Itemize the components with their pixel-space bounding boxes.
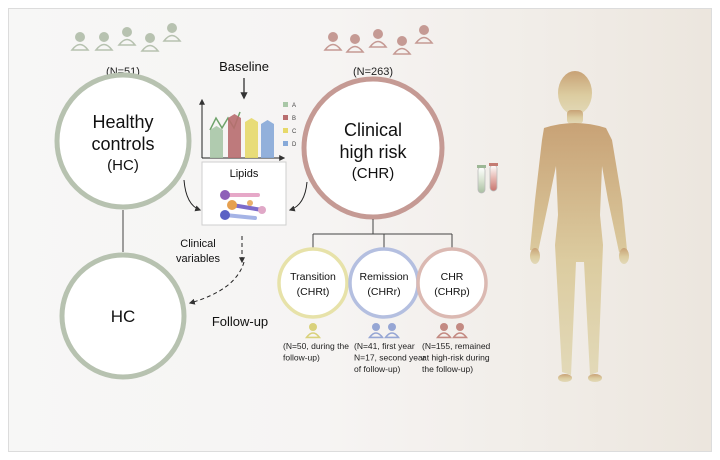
person-icon <box>384 323 400 339</box>
chr-abbr: (CHR) <box>352 165 395 182</box>
person-icon <box>392 36 412 55</box>
chr-people-icons <box>323 25 434 55</box>
outcome-abbr: (CHRr) <box>367 286 400 298</box>
outcome-abbr: (CHRp) <box>434 286 470 298</box>
legend-swatch <box>283 102 288 107</box>
person-icon <box>368 323 384 339</box>
person-icon <box>436 323 452 339</box>
hc-abbr: (HC) <box>107 157 139 174</box>
outcome-circle <box>416 247 488 319</box>
person-icon <box>70 32 90 51</box>
chart-bar-B <box>228 114 241 158</box>
outcome-transition: Transition (CHRt) (N=50, during the follow-… <box>277 247 349 363</box>
lipids-label: Lipids <box>230 168 259 180</box>
outcome-abbr: (CHRt) <box>297 286 330 298</box>
hc-followup-label: HC <box>111 307 136 326</box>
person-icon <box>452 323 468 339</box>
person-icon <box>414 25 434 44</box>
person-icon <box>117 27 137 46</box>
chr-n-label: (N=263) <box>353 66 393 78</box>
hc-people-icons <box>70 23 182 52</box>
hc-followup-circle <box>59 252 187 380</box>
outcome-description-line: N=17, second year <box>354 353 426 363</box>
legend-swatch <box>283 115 288 120</box>
outcome-description-line: (N=41, first year <box>354 341 415 351</box>
chart-bar-D <box>261 120 274 158</box>
clinical-variables-line1: Clinical <box>180 238 215 250</box>
lipid-bar-chart: A B C D <box>199 98 297 161</box>
followup-label: Follow-up <box>212 314 268 329</box>
legend-label: C <box>292 129 297 135</box>
person-icon <box>162 23 182 42</box>
legend-swatch <box>283 141 288 146</box>
outcome-name: CHR <box>441 271 464 283</box>
outcome-description-line: (N=50, during the <box>283 341 349 351</box>
lipid-molecule-icon <box>220 190 266 220</box>
baseline-label: Baseline <box>219 59 269 74</box>
outcome-description-line: at high-risk during <box>422 353 490 363</box>
hc-title-line1: Healthy <box>92 112 153 132</box>
human-body-icon <box>530 71 629 382</box>
person-icon <box>368 29 388 48</box>
hc-title-line2: controls <box>91 134 154 154</box>
chr-circle <box>301 76 445 220</box>
person-icon <box>94 32 114 51</box>
outcome-description-line: (N=155, remained <box>422 341 491 351</box>
outcome-circle <box>277 247 349 319</box>
clinical-variables-line2: variables <box>176 253 221 265</box>
chr-to-lipids-arrow <box>288 181 308 212</box>
outcome-circle <box>348 247 420 319</box>
hc-circle <box>54 72 192 210</box>
legend-swatch <box>283 128 288 133</box>
outcome-chr: CHR (CHRp) (N=155, remained at high-risk du… <box>416 247 491 374</box>
person-icon <box>323 32 343 51</box>
outcome-description-line: of follow-up) <box>354 364 400 374</box>
outcome-description-line: the follow-up) <box>422 364 473 374</box>
outcome-description-line: follow-up) <box>283 353 320 363</box>
person-icon <box>140 33 160 52</box>
person-icon <box>305 323 321 339</box>
chart-bar-C <box>245 118 258 158</box>
person-icon <box>345 34 365 53</box>
legend-label: D <box>292 142 297 148</box>
chr-branch-lines <box>312 219 453 248</box>
legend-label: B <box>292 116 296 122</box>
outcome-name: Remission <box>359 271 408 283</box>
hc-to-lipids-arrow <box>183 179 202 212</box>
outcome-name: Transition <box>290 271 336 283</box>
test-tube-icon <box>477 163 498 194</box>
legend-label: A <box>292 103 296 109</box>
chr-title-line2: high risk <box>339 142 407 162</box>
chart-bar-A <box>210 126 223 158</box>
chr-title-line1: Clinical <box>344 120 402 140</box>
followup-dashed-arrow <box>188 261 245 305</box>
